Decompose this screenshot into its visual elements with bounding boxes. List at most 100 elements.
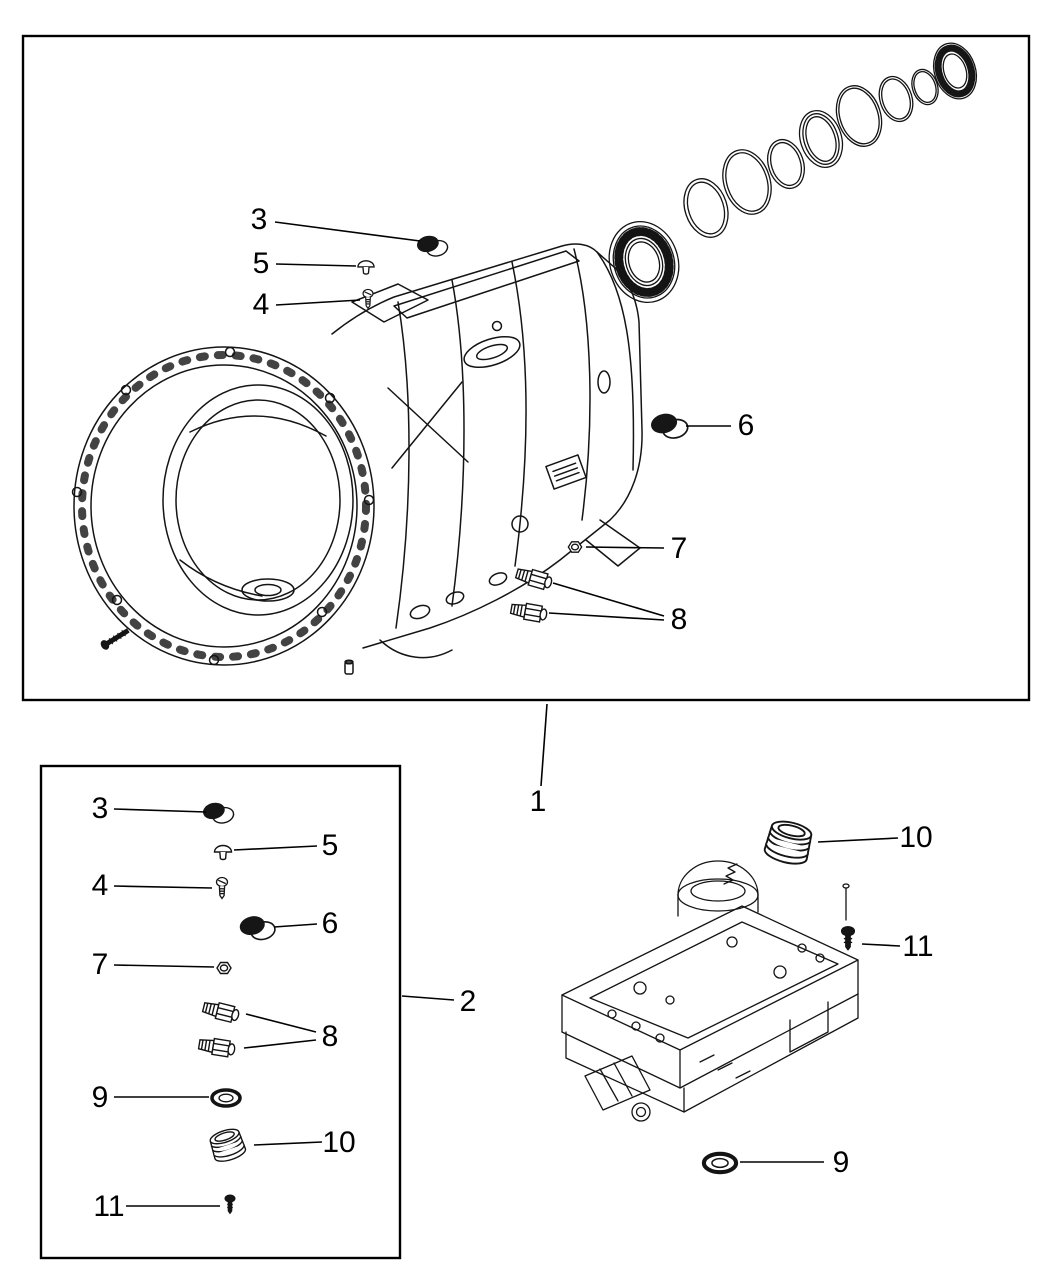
cup-plug-icon [237,911,278,945]
main-assembly-panel: 3 5 4 6 7 8 [21,34,1031,702]
leader-line [861,943,901,947]
cap-plug-icon [357,260,375,275]
callout-11: 11 [861,930,934,963]
callout-9: 9 [92,1081,209,1114]
callout-label-11: 11 [93,1190,124,1223]
threaded-plug-icon [761,816,816,869]
bolt-icon [224,1194,236,1215]
callout-label-3: 3 [92,792,109,825]
leader-line [113,964,215,968]
callout-label-10: 10 [899,821,932,854]
screw-icon [215,876,229,900]
callout-9: 9 [740,1146,849,1179]
threaded-plug-icon [206,1125,248,1166]
leader-line [548,612,665,621]
figure-ref-1: 1 [530,703,548,818]
transmission-case-drawing [71,243,643,675]
leader-line [275,263,357,267]
callout-8: 8 [548,582,688,636]
callout-label-9: 9 [92,1081,109,1114]
leader-line [275,299,361,306]
ring-icon [767,138,805,190]
callout-label-7: 7 [92,948,109,981]
figure-ref-2: 2 [401,985,477,1018]
figure-ref-1-label: 1 [530,785,547,818]
callout-6: 6 [686,409,754,442]
callout-7: 7 [585,532,688,565]
callout-label-4: 4 [253,288,270,321]
callout-6: 6 [273,907,339,940]
callout-label-5: 5 [322,829,339,862]
figure-ref-2-label: 2 [460,985,477,1018]
callout-label-7: 7 [671,532,688,565]
cup-plug-icon [415,231,450,261]
leader-line [401,995,455,1001]
connector-fitting-icon [509,600,549,624]
leader-line [552,582,665,617]
hex-nut-icon [567,541,583,553]
callout-4: 4 [92,869,213,902]
leader-line [113,808,207,813]
small-parts-panel-border [39,764,402,1260]
valve-body-drawing [561,860,859,1122]
seal-icon [704,1154,736,1172]
callout-label-8: 8 [322,1020,339,1053]
main-panel-border [21,34,1031,702]
callout-label-8: 8 [671,603,688,636]
connector-fitting-icon [197,1035,237,1059]
leader-line [540,703,548,787]
small-parts-panel: 3 5 4 6 7 8 9 10 [39,764,402,1260]
ring-icon [911,68,939,106]
bell-housing [71,346,375,666]
bearing-and-ring-stack [608,42,978,304]
callout-label-6: 6 [738,409,755,442]
bolt-icon [99,626,131,652]
leader-line [113,885,213,889]
callout-11: 11 [93,1190,220,1223]
hex-nut-icon [216,961,232,975]
callout-label-9: 9 [833,1146,850,1179]
cup-plug-icon [648,408,691,444]
leader-line [274,221,421,242]
dowel-icon [344,659,354,675]
callout-label-5: 5 [253,247,270,280]
snap-ring-icon [835,85,883,147]
callout-5: 5 [233,829,339,862]
callout-3: 3 [251,203,421,242]
callout-label-3: 3 [251,203,268,236]
seal-icon [210,1088,242,1108]
ring-icon [722,149,772,215]
callout-10: 10 [253,1126,356,1159]
callout-8: 8 [243,1013,339,1053]
leader-line [253,1141,323,1146]
callout-4: 4 [253,288,361,321]
leader-line [585,546,665,549]
callout-label-10: 10 [322,1126,355,1159]
case-label-patch [545,454,587,490]
bolt-icon [840,883,856,951]
ring-icon [683,178,729,238]
callout-10: 10 [817,821,933,854]
callout-7: 7 [92,948,215,981]
cap-plug-icon [213,844,233,861]
callout-3: 3 [92,792,207,825]
valve-body-assembly: 10 11 9 [561,816,934,1179]
connector-fitting-icon [201,998,241,1025]
callout-label-6: 6 [322,907,339,940]
ring-icon [878,75,914,123]
leader-line [243,1039,317,1049]
callout-label-4: 4 [92,869,109,902]
leader-line [245,1013,317,1033]
leader-line [273,923,318,928]
case-body [331,243,643,675]
screw-icon [362,288,374,309]
leader-line [233,845,318,851]
roller-bearing-icon [608,220,680,304]
callout-label-11: 11 [902,930,933,963]
cup-plug-icon [201,798,236,828]
callout-5: 5 [253,247,357,280]
ring-icon [798,110,844,168]
seal-ring-icon [932,42,978,100]
